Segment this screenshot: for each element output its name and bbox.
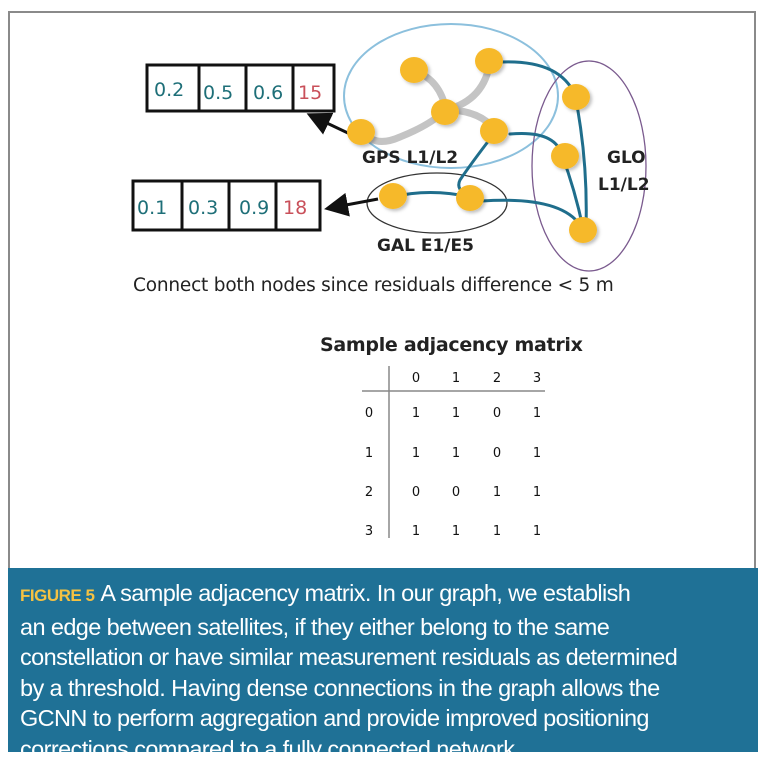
node-gps-1 [400,57,428,83]
arrow-to-bottom-vector [324,192,379,217]
edge-gps-glo1 [500,60,577,97]
figure-caption: FIGURE 5 A sample adjacency matrix. In ou… [8,568,758,762]
node-gal-2 [456,185,484,211]
matrix-cell: 1 [533,524,541,539]
matrix-col-header: 2 [493,371,501,386]
matrix-cell: 1 [452,524,460,539]
matrix-cell: 1 [412,406,420,421]
vector-top-cell-1: 0.5 [203,82,233,104]
node-glo-1 [562,84,590,110]
matrix-cell: 1 [452,446,460,461]
matrix-cell: 1 [412,524,420,539]
glo-cluster-label-1: GLO [607,148,646,168]
gal-cluster-ellipse [366,172,508,234]
node-gps-2 [475,48,503,74]
matrix-cell: 1 [412,446,420,461]
matrix-cell: 0 [493,406,501,421]
matrix-col-header: 1 [452,371,460,386]
feature-vector-bottom: 0.1 0.3 0.9 18 [131,179,322,232]
vector-bottom-cell-3: 18 [283,197,307,219]
gps-cluster-ellipse [343,23,559,169]
node-gps-4 [480,118,508,144]
node-gps-5 [347,119,375,145]
arrow-to-top-vector [306,112,351,136]
figure-frame [8,11,756,568]
matrix-row-header: 1 [365,446,373,461]
matrix-col-header: 0 [412,371,420,386]
satellite-nodes [347,48,597,243]
gps-cluster-label: GPS L1/L2 [362,148,458,168]
feature-vector-top: 0.2 0.5 0.6 15 [145,63,336,113]
edge-gal-glo3 [480,198,582,227]
vector-top-cell-0: 0.2 [154,79,184,101]
vector-bottom-cell-1: 0.3 [188,197,218,219]
matrix-cell: 1 [493,485,501,500]
matrix-title: Sample adjacency matrix [320,334,583,356]
matrix-row-header: 3 [365,524,373,539]
vector-top-cell-3: 15 [298,82,322,104]
glo-cluster-ellipse [531,60,647,272]
node-gal-1 [379,183,407,209]
node-gps-3 [431,99,459,125]
matrix-cell: 1 [533,446,541,461]
matrix-col-header: 3 [533,371,541,386]
graph-diagram: GPS L1/L2 GAL E1/E5 GLO L1/L2 0.2 0.5 0.… [131,23,650,272]
matrix-cell: 0 [412,485,420,500]
vector-top-cell-2: 0.6 [253,82,283,104]
matrix-cell: 1 [533,406,541,421]
matrix-cell: 1 [493,524,501,539]
caption-line-2: constellation or have similar measuremen… [20,644,678,670]
caption-line-4: GCNN to perform aggregation and provide … [20,705,649,731]
adjacency-matrix: 0 1 2 3 0 1 2 3 1 1 0 1 1 1 0 1 0 0 1 1 1 1 1 1 [362,366,545,539]
caption-line-3: by a threshold. Having dense connections… [20,674,660,701]
node-glo-2 [551,143,579,169]
matrix-row-header: 2 [365,485,373,500]
connection-note: Connect both nodes since residuals diffe… [133,275,614,296]
caption-line-0: FIGURE 5 A sample adjacency matrix. In ou… [20,578,758,612]
caption-line-1: an edge between satellites, if they eith… [20,613,610,640]
gps-intra-edges [360,57,499,145]
caption-line-5: corrections compared to a fully connecte… [20,735,521,762]
matrix-cell: 1 [533,485,541,500]
caption-line-0-text: A sample adjacency matrix. In our graph,… [100,580,631,606]
vector-bottom-cell-2: 0.9 [239,197,269,219]
matrix-cell: 0 [493,446,501,461]
matrix-row-header: 0 [365,406,373,421]
matrix-cell: 1 [452,406,460,421]
vector-bottom-cell-0: 0.1 [137,197,167,219]
glo-cluster-label-2: L1/L2 [598,175,650,195]
matrix-cell: 0 [452,485,460,500]
caption-label: FIGURE 5 [20,586,95,605]
gal-cluster-label: GAL E1/E5 [377,236,474,256]
node-glo-3 [569,217,597,243]
